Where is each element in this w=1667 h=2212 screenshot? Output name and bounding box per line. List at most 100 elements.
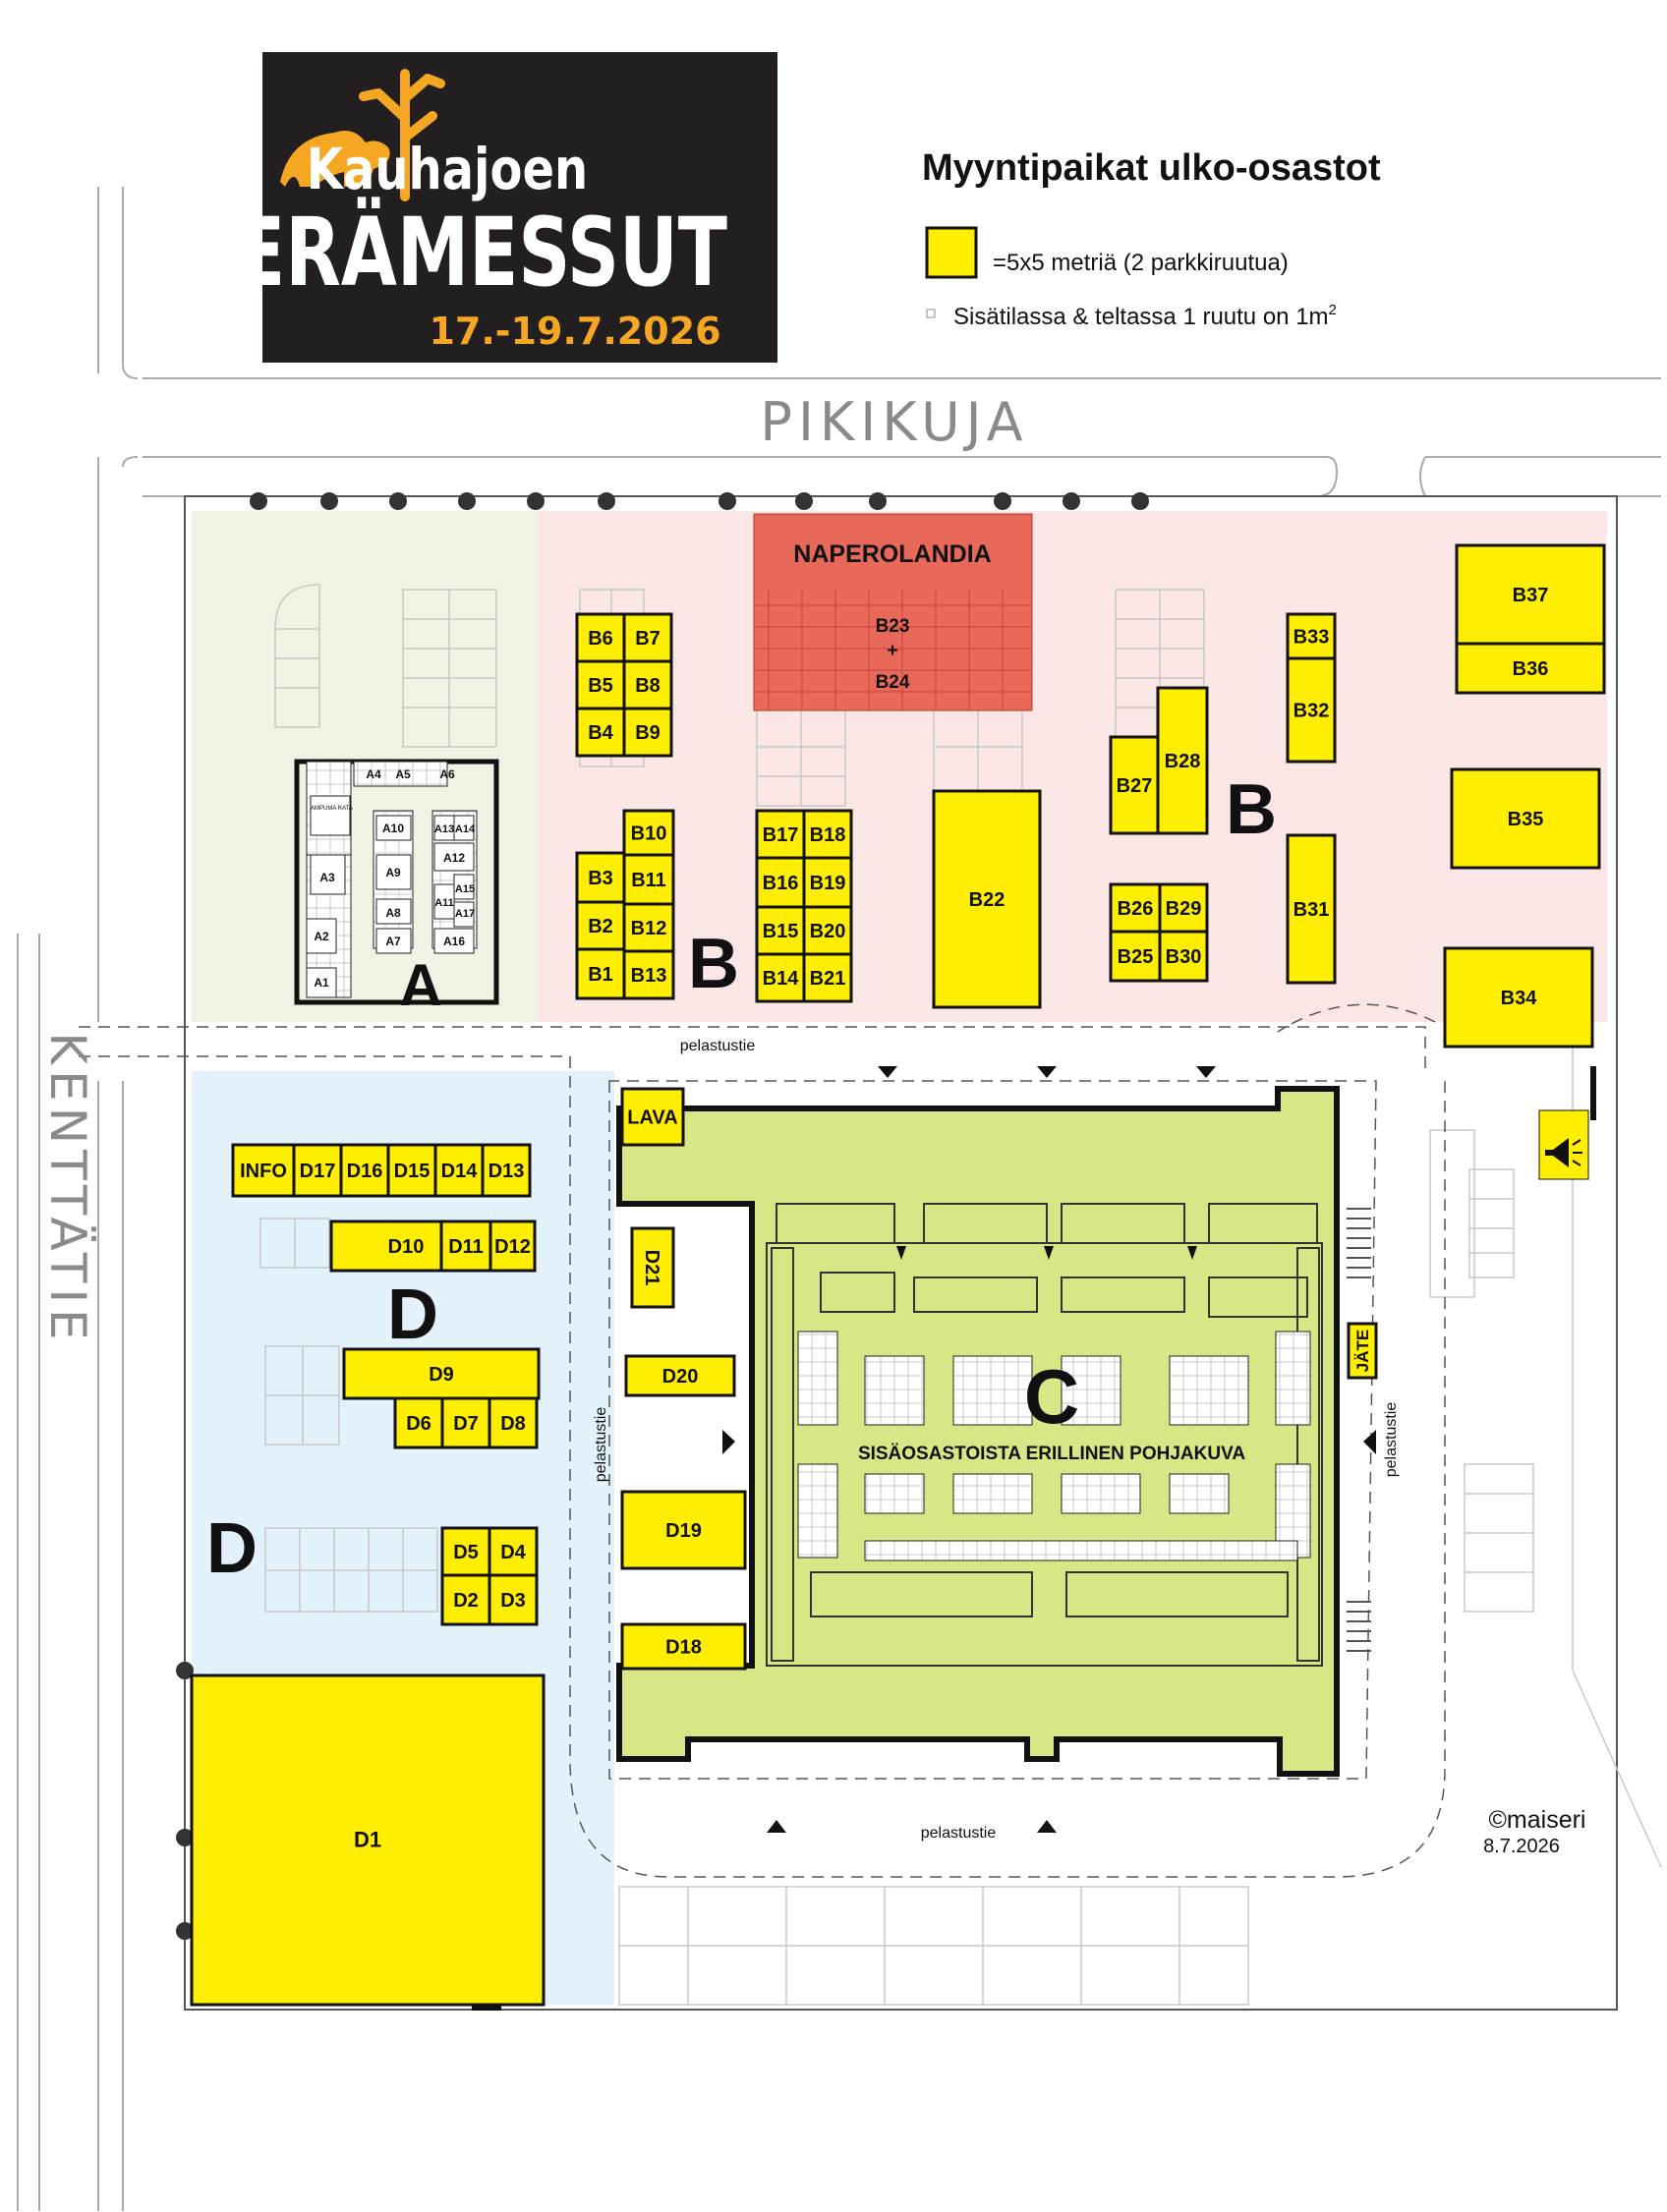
stand-label: D6 (406, 1413, 431, 1435)
stand-a5[interactable]: A5 (395, 767, 411, 781)
stand-label: B30 (1166, 946, 1202, 968)
stand-d20[interactable]: D20 (624, 1354, 736, 1397)
stand-b17[interactable]: B17 (755, 809, 806, 860)
stand-d4[interactable]: D4 (488, 1526, 539, 1577)
stand-d11[interactable]: D11 (439, 1219, 492, 1273)
stand-b13[interactable]: B13 (622, 949, 675, 1000)
stand-a10[interactable]: A10 (382, 822, 404, 835)
stand-d12[interactable]: D12 (489, 1219, 537, 1273)
stand-d18[interactable]: D18 (620, 1622, 747, 1671)
stand-d21[interactable]: D21 (630, 1226, 675, 1309)
stand-a17[interactable]: A17 (455, 908, 475, 920)
event-logo: Kauhajoen ERÄMESSUT 17.-19.7.2026 (236, 52, 777, 363)
stand-a4[interactable]: A4 (366, 767, 381, 781)
stand-b12[interactable]: B12 (622, 902, 675, 953)
stand-a2[interactable]: A2 (314, 930, 329, 943)
stand-b24: B24 (876, 672, 910, 693)
tree-row (176, 492, 1149, 1940)
stand-a3[interactable]: A3 (319, 871, 335, 884)
naperolandia-area[interactable]: NAPEROLANDIA B23 + B24 (753, 513, 1033, 711)
stand-d19[interactable]: D19 (620, 1490, 747, 1570)
stand-b34[interactable]: B34 (1443, 946, 1594, 1049)
announcement-point[interactable] (1538, 1109, 1589, 1180)
stand-b14[interactable]: B14 (755, 952, 806, 1003)
stand-b7[interactable]: B7 (622, 612, 673, 663)
stand-b22[interactable]: B22 (932, 789, 1042, 1009)
stand-b9[interactable]: B9 (622, 707, 673, 758)
stand-d8[interactable]: D8 (488, 1396, 539, 1449)
stand-b20[interactable]: B20 (802, 905, 853, 956)
stand-b37[interactable]: B37 (1455, 543, 1606, 646)
stand-label: B7 (635, 628, 661, 650)
stand-b11[interactable]: B11 (622, 853, 675, 906)
bear-icon (280, 130, 390, 187)
stand-d3[interactable]: D3 (488, 1573, 539, 1626)
stand-b30[interactable]: B30 (1158, 930, 1209, 983)
legend-small-square-text: Sisätilassa & teltassa 1 ruutu on 1m2 (953, 302, 1337, 330)
stand-a13[interactable]: A13 (434, 823, 454, 835)
stand-b2[interactable]: B2 (575, 900, 626, 951)
stand-b25[interactable]: B25 (1109, 930, 1162, 983)
stand-label: D1 (354, 1828, 381, 1852)
stand-a14[interactable]: A14 (455, 823, 476, 835)
stand-a11[interactable]: A11 (434, 897, 454, 909)
stand-a7[interactable]: A7 (385, 935, 401, 948)
stand-b33[interactable]: B33 (1286, 612, 1337, 660)
stand-a15[interactable]: A15 (455, 883, 475, 895)
stand-d13[interactable]: D13 (481, 1143, 532, 1198)
stand-b4[interactable]: B4 (575, 707, 626, 758)
stand-b10[interactable]: B10 (622, 809, 675, 857)
stand-a9[interactable]: A9 (385, 866, 401, 879)
stand-label: D10 (388, 1236, 425, 1258)
road-lines (17, 187, 1661, 2211)
stand-a1[interactable]: A1 (314, 976, 329, 990)
stand-b19[interactable]: B19 (802, 856, 853, 909)
stand-d15[interactable]: D15 (386, 1143, 437, 1198)
stand-d9[interactable]: D9 (342, 1347, 541, 1400)
stand-label: B14 (763, 968, 800, 990)
stand-b18[interactable]: B18 (802, 809, 853, 860)
stand-label: D20 (662, 1366, 699, 1388)
stand-b32[interactable]: B32 (1286, 656, 1337, 764)
stand-b23: B23 (876, 616, 910, 637)
stand-b3[interactable]: B3 (575, 851, 626, 904)
stand-label: JÄTE (1353, 1330, 1372, 1372)
stand-b27[interactable]: B27 (1109, 735, 1160, 835)
stand-a16[interactable]: A16 (443, 935, 465, 948)
stand-b28[interactable]: B28 (1156, 686, 1209, 835)
stand-b5[interactable]: B5 (575, 659, 626, 710)
stand-lava[interactable]: LAVA (620, 1087, 685, 1147)
stand-b29[interactable]: B29 (1158, 882, 1209, 934)
zone-c-building (616, 1086, 1340, 1777)
stand-d6[interactable]: D6 (393, 1396, 444, 1449)
stand-b21[interactable]: B21 (802, 952, 853, 1003)
stand-a8[interactable]: A8 (385, 906, 401, 920)
stand-b6[interactable]: B6 (575, 612, 626, 663)
road-name-west: KENTTÄTIE (39, 1032, 96, 1345)
stand-label: B28 (1165, 751, 1201, 772)
stand-d7[interactable]: D7 (440, 1396, 491, 1449)
stand-d5[interactable]: D5 (440, 1526, 491, 1577)
stand-d14[interactable]: D14 (433, 1143, 485, 1198)
shooting-range-label: AMPUMA RATA (311, 806, 353, 812)
stand-d16[interactable]: D16 (339, 1143, 390, 1198)
stand-b1[interactable]: B1 (575, 947, 626, 1000)
stand-b15[interactable]: B15 (755, 905, 806, 956)
stand-b8[interactable]: B8 (622, 659, 673, 710)
legend-small-square (926, 309, 936, 318)
stand-d17[interactable]: D17 (292, 1143, 343, 1198)
stand-d1[interactable]: D1 (190, 1673, 546, 2007)
stand-b35[interactable]: B35 (1450, 767, 1601, 870)
stand-info[interactable]: INFO (231, 1143, 296, 1198)
stand-label: D5 (453, 1542, 479, 1563)
stand-b16[interactable]: B16 (755, 856, 806, 909)
stand-jate[interactable]: JÄTE (1347, 1322, 1378, 1380)
stand-b26[interactable]: B26 (1109, 882, 1162, 934)
stand-a6[interactable]: A6 (439, 767, 455, 781)
stand-a12[interactable]: A12 (443, 851, 465, 865)
parking-spots (259, 584, 1662, 2006)
stand-d2[interactable]: D2 (440, 1573, 491, 1626)
stand-b36[interactable]: B36 (1455, 642, 1606, 695)
stand-b31[interactable]: B31 (1286, 833, 1337, 985)
stand-label: D16 (347, 1161, 383, 1182)
